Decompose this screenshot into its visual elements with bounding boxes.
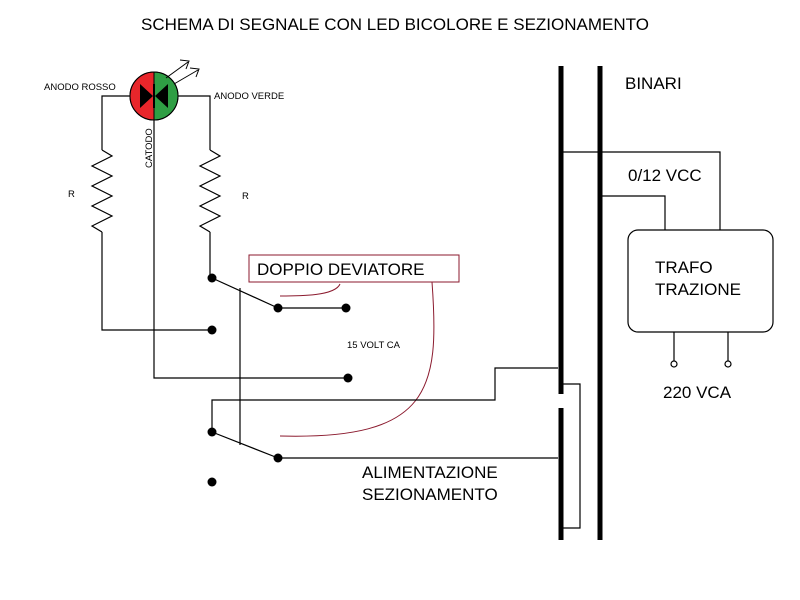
switch-lower-contact-b [207,477,217,487]
terminal-220-a [670,360,678,368]
label-doppio-deviatore: DOPPIO DEVIATORE [257,260,425,279]
label-catodo: CATODO [144,128,155,168]
cathode-wire [153,120,348,379]
label-anodo-rosso: ANODO ROSSO [44,82,116,93]
rail-feed-left [563,151,721,230]
label-trafo: TRAFO [655,258,713,277]
doppio-deviatore-box [248,254,460,283]
label-15-volt-ca: 15 VOLT CA [347,340,401,351]
terminal-220-b [724,360,732,368]
diagram-title: SCHEMA DI SEGNALE CON LED BICOLORE E SEZ… [141,15,649,34]
supply-15v-node-upper [341,303,351,313]
mechanical-link-lower [279,281,435,437]
switch-upper [207,273,351,335]
mechanical-link-upper [279,283,341,297]
label-binari: BINARI [625,74,682,93]
track-rails [558,66,603,540]
switch-upper-contact-b [207,325,217,335]
trafo-box [627,229,774,333]
right-resistor-branch [178,95,222,279]
resistor-left [90,149,114,233]
label-alimentazione: ALIMENTAZIONE [362,463,498,482]
light-emission-icon [165,59,200,85]
label-resistor-left: R [68,189,75,200]
diode-symbol-left [140,84,153,108]
label-anodo-verde: ANODO VERDE [214,91,284,102]
label-trazione: TRAZIONE [655,280,741,299]
diode-symbol-right [155,84,168,108]
label-0-12-vcc: 0/12 VCC [628,166,702,185]
bicolor-led [129,59,200,121]
supply-15v-node-lower [343,373,353,383]
rail-feed-right [602,195,666,230]
label-resistor-right: R [242,191,249,202]
left-resistor-branch [90,95,212,331]
label-220-vca: 220 VCA [663,383,732,402]
resistor-right [198,149,222,233]
label-sezionamento: SEZIONAMENTO [362,485,498,504]
switch-lower [207,367,558,487]
